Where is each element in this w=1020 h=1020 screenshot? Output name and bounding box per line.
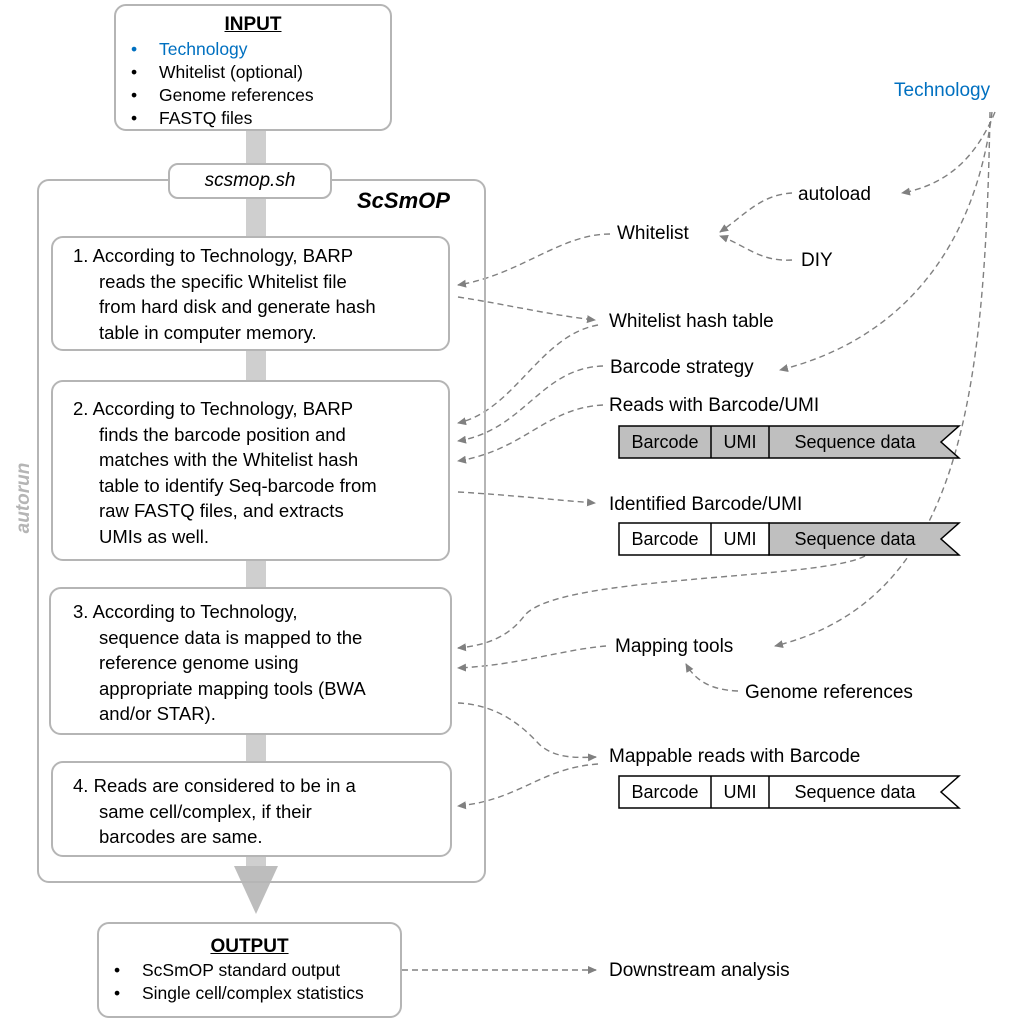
input-title: INPUT: [224, 14, 282, 35]
downstream-analysis-label: Downstream analysis: [609, 960, 790, 981]
technology-label: Technology: [894, 80, 991, 101]
arrow-technology-strategy: [779, 111, 993, 372]
whitelist-label: Whitelist: [617, 223, 689, 244]
step-3-line: sequence data is mapped to the: [99, 626, 363, 648]
arrow-technology-autoload: [901, 111, 996, 196]
step-4-line: barcodes are same.: [99, 826, 263, 847]
output-item-standard: ScSmOP standard output: [99, 959, 400, 982]
step-3-line: and/or STAR).: [99, 703, 216, 724]
read-bar-mappable-barcode: Barcode: [631, 782, 699, 802]
arrow-reads-step2: [457, 404, 604, 464]
step-2-line: finds the barcode position and: [99, 423, 346, 445]
read-bar-mappable-seq: Sequence data: [794, 782, 916, 802]
arrow-hash-step2: [457, 324, 599, 426]
step-1-line: table in computer memory.: [99, 321, 317, 343]
step-2-line: table to identify Seq-barcode from: [99, 474, 377, 496]
input-item-technology: Technology: [116, 38, 390, 61]
read-bar-identified: [618, 522, 961, 556]
read-bar-mappable: [618, 775, 961, 809]
step-3-box: 3. According to Technology, sequence dat…: [49, 587, 452, 735]
read-bar-mappable-umi: UMI: [723, 782, 757, 802]
step-2-line: UMIs as well.: [99, 525, 209, 547]
genome-references-label: Genome references: [745, 682, 913, 703]
autorun-label: autorun: [13, 462, 34, 534]
read-bar-identified-umi: UMI: [723, 529, 757, 549]
input-item-whitelist: Whitelist (optional): [116, 61, 390, 84]
step-2-line: matches with the Whitelist hash: [99, 449, 359, 470]
read-bar-raw-umi: UMI: [723, 432, 757, 452]
arrow-step2-identified: [457, 491, 596, 507]
step-4-box: 4. Reads are considered to be in a same …: [51, 761, 452, 857]
input-item-fastq: FASTQ files: [116, 107, 390, 130]
reads-barcode-umi-label: Reads with Barcode/UMI: [609, 395, 820, 416]
arrow-diy-whitelist: [719, 234, 793, 261]
step-1-box: 1. According to Technology, BARP reads t…: [51, 236, 450, 351]
step-1-text-first: 1. According to Technology, BARP: [73, 245, 354, 266]
step-1-line: reads the specific Whitelist file: [99, 270, 347, 292]
read-bar-identified-seq: Sequence data: [794, 529, 916, 549]
arrow-mappable-step4: [457, 763, 599, 810]
dashed-connectors: [372, 111, 996, 974]
autoload-label: autoload: [798, 184, 871, 205]
output-title: OUTPUT: [210, 936, 289, 957]
barcode-strategy-label: Barcode strategy: [610, 357, 754, 378]
script-name: scsmop.sh: [204, 170, 296, 191]
arrow-step3-mappable: [457, 702, 597, 762]
arrow-strategy-step2: [457, 365, 604, 444]
arrow-genome-mapping: [685, 663, 739, 692]
mapping-tools-label: Mapping tools: [615, 636, 734, 657]
identified-barcode-umi-label: Identified Barcode/UMI: [609, 494, 803, 515]
whitelist-hash-label: Whitelist hash table: [609, 311, 774, 332]
arrow-seq-step3: [457, 555, 866, 652]
arrow-whitelist-step1: [457, 233, 611, 288]
diy-label: DIY: [801, 250, 833, 271]
script-tab: scsmop.sh: [168, 163, 332, 199]
step-4-line: same cell/complex, if their: [99, 800, 312, 822]
read-bar-raw: [618, 425, 961, 459]
arrow-autoload-whitelist: [719, 192, 793, 233]
arrow-technology-mapping: [774, 111, 991, 648]
step-2-text-first: 2. According to Technology, BARP: [73, 398, 354, 419]
step-1-line: from hard disk and generate hash: [99, 296, 376, 317]
input-box: INPUT Technology Whitelist (optional) Ge…: [114, 4, 392, 131]
arrow-step1-hash: [457, 296, 596, 324]
step-3-line: appropriate mapping tools (BWA: [99, 677, 366, 699]
step-3-line: reference genome using: [99, 652, 299, 673]
step-2-line: raw FASTQ files, and extracts: [99, 500, 344, 521]
step-4-text-first: 4. Reads are considered to be in a: [73, 775, 356, 796]
step-2-box: 2. According to Technology, BARP finds t…: [51, 380, 450, 561]
arrow-mapping-step3: [457, 645, 607, 672]
output-item-statistics: Single cell/complex statistics: [99, 982, 400, 1005]
read-bar-identified-barcode: Barcode: [631, 529, 699, 549]
mappable-reads-label: Mappable reads with Barcode: [609, 746, 861, 767]
step-3-text-first: 3. According to Technology,: [73, 601, 298, 622]
pipeline-title: ScSmOP: [357, 188, 450, 213]
read-bar-raw-seq: Sequence data: [794, 432, 916, 452]
output-box: OUTPUT ScSmOP standard output Single cel…: [97, 922, 402, 1018]
input-item-genome: Genome references: [116, 84, 390, 107]
read-bar-raw-barcode: Barcode: [631, 432, 699, 452]
